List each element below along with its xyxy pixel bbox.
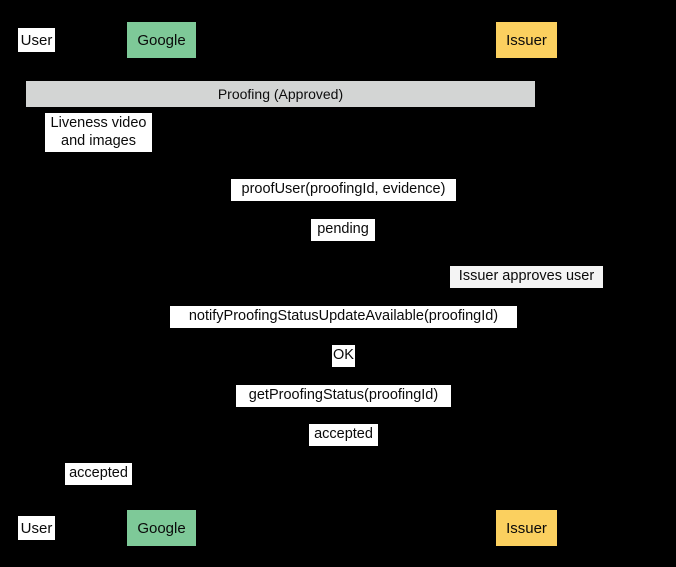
message-arrow-accepted-issuer [161,452,526,453]
fragment-banner-label: Proofing (Approved) [217,86,344,102]
message-arrow-pending [161,247,526,248]
lifeline-user [36,58,37,510]
message-label-pending-text: pending [317,221,369,237]
message-label-notify-status: notifyProofingStatusUpdateAvailable(proo… [170,306,517,328]
message-label-get-status: getProofingStatus(proofingId) [236,385,451,407]
message-arrow-proof-user [161,207,526,208]
message-arrow-accepted-user [36,491,161,492]
message-label-accepted-user-text: accepted [69,465,128,481]
message-label-proof-user: proofUser(proofingId, evidence) [231,179,456,201]
actor-footer-issuer[interactable]: Issuer [496,510,557,546]
actor-header-issuer[interactable]: Issuer [496,22,557,58]
message-arrow-get-status [161,413,526,414]
message-label-proof-user-text: proofUser(proofingId, evidence) [241,181,446,197]
actor-footer-google[interactable]: Google [127,510,196,546]
fragment-banner-proofing: Proofing (Approved) [26,81,535,107]
message-label-accepted-user: accepted [65,463,132,485]
message-label-accepted-issuer: accepted [309,424,378,446]
lifeline-google [161,58,162,510]
message-label-issuer-approves-text: Issuer approves user [458,268,595,284]
message-label-accepted-issuer-text: accepted [314,426,373,442]
actor-footer-user[interactable]: User [18,516,55,540]
message-label-liveness: Liveness video and images [45,113,152,153]
message-arrow-liveness [36,160,161,161]
message-label-notify-status-text: notifyProofingStatusUpdateAvailable(proo… [188,308,499,324]
actor-header-user-label: User [20,31,53,49]
message-label-ok: OK [332,345,355,367]
message-label-issuer-approves: Issuer approves user [450,266,603,288]
actor-footer-user-label: User [20,519,53,537]
message-label-liveness-line1: Liveness video [50,115,147,131]
actor-footer-google-label: Google [137,519,186,537]
message-label-liveness-line2: and images [61,132,136,149]
message-arrow-ok [161,373,526,374]
message-label-ok-text: OK [333,347,354,363]
message-arrow-notify-status [161,334,526,335]
actor-header-google-label: Google [137,31,186,49]
message-label-pending: pending [311,219,375,241]
actor-footer-issuer-label: Issuer [506,519,547,537]
actor-header-user[interactable]: User [18,28,55,52]
message-label-get-status-text: getProofingStatus(proofingId) [248,387,439,403]
actor-header-issuer-label: Issuer [506,31,547,49]
actor-header-google[interactable]: Google [127,22,196,58]
